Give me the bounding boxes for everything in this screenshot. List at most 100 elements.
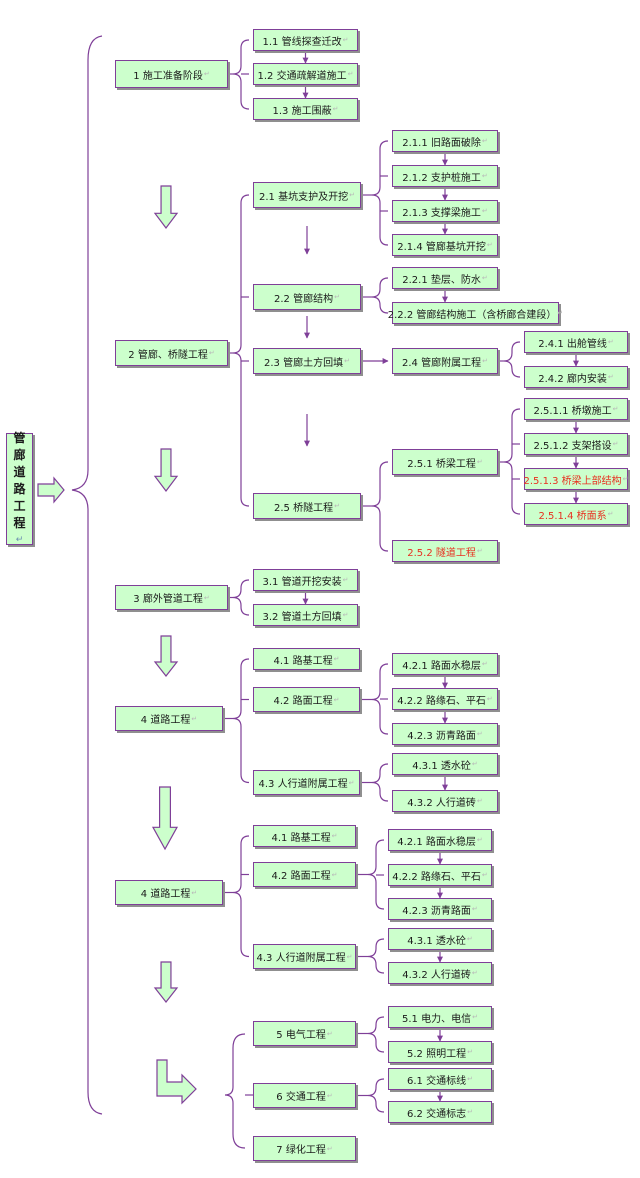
paragraph-mark-icon: ↵: [334, 293, 340, 301]
node-label: 4.2.1 路面水稳层: [397, 836, 476, 848]
paragraph-mark-icon: ↵: [467, 1075, 473, 1083]
node-label: 2.1.1 旧路面破除: [402, 137, 481, 149]
paragraph-mark-icon: ↵: [203, 593, 210, 602]
block-arrow-layer: [37, 185, 197, 1105]
node-label: 4.3.2 人行道砖: [402, 969, 471, 981]
node-label: 1.2 交通疏解道施工: [257, 70, 347, 82]
paragraph-mark-icon: ↵: [191, 714, 198, 723]
node-s4b-3-1: 4.3.1 透水砼↵: [388, 928, 492, 950]
paragraph-mark-icon: ↵: [326, 1144, 333, 1153]
paragraph-mark-icon: ↵: [486, 695, 493, 703]
node-label: 5.2 照明工程: [407, 1048, 467, 1060]
brace-s4a: [232, 658, 250, 784]
node-label: 4.2 路面工程: [273, 696, 333, 707]
paragraph-mark-icon: ↵: [333, 695, 340, 704]
node-label: 4.2 路面工程: [271, 871, 331, 882]
node-s4b-2: 4.2 路面工程↵: [253, 862, 356, 887]
node-s4a-3-1: 4.3.1 透水砼↵: [392, 753, 498, 775]
node-label: 2.4.1 出舱管线: [538, 338, 607, 350]
node-label: 2.5.2 隧道工程: [407, 547, 476, 559]
node-label: 1.3 施工围蔽: [272, 105, 332, 117]
node-s2-5-1-3: 2.5.1.3 桥梁上部结构↵: [523, 468, 629, 490]
block-arrow-down-icon: [151, 786, 179, 851]
node-s2-4-2: 2.4.2 廊内安装↵: [524, 366, 628, 388]
node-label: 4.2.1 路面水稳层: [402, 660, 481, 672]
node-s1: 1 施工准备阶段↵: [115, 60, 228, 88]
paragraph-mark-icon: ↵: [612, 440, 619, 448]
node-label: 2.1.4 管廊基坑开挖: [397, 241, 486, 253]
paragraph-mark-icon: ↵: [342, 36, 349, 44]
node-label: 4.2.3 沥青路面: [402, 905, 471, 917]
node-label: 5.1 电力、电信: [402, 1013, 472, 1025]
root-char: 路: [13, 481, 26, 496]
node-label: 2.4.2 廊内安装: [538, 373, 607, 385]
node-s3-1: 3.1 管道开挖安装↵: [253, 569, 358, 591]
node-label: 2.2.2 管廊结构施工（含桥廊合建段）: [387, 309, 557, 321]
root-char: 程: [13, 515, 26, 530]
root-char: 廊: [13, 447, 26, 462]
arrow-layer: [302, 51, 579, 1102]
node-s4b-2-2: 4.2.2 路缘石、平石↵: [388, 864, 492, 886]
brace-s3: [232, 579, 250, 616]
paragraph-mark-icon: ↵: [481, 660, 488, 668]
root-char: 管: [13, 430, 26, 445]
node-label: 7 绿化工程: [276, 1145, 326, 1156]
node-label: 4.3.1 透水砼: [407, 935, 466, 947]
root-char: 道: [13, 464, 26, 479]
node-label: 4.3 人行道附属工程: [256, 953, 346, 964]
paragraph-mark-icon: ↵: [481, 137, 488, 145]
node-s2-2-1: 2.2.1 垫层、防水↵: [392, 267, 498, 289]
node-label: 2.1.3 支撑梁施工: [402, 207, 481, 219]
paragraph-mark-icon: ↵: [349, 191, 355, 199]
paragraph-mark-icon: ↵: [326, 1029, 333, 1038]
node-label: 3 廊外管道工程: [133, 594, 203, 605]
brace-s2-2: [371, 277, 389, 314]
paragraph-mark-icon: ↵: [472, 1013, 478, 1021]
node-label: 2 管廊、桥隧工程: [128, 349, 208, 361]
paragraph-mark-icon: ↵: [482, 357, 488, 365]
paragraph-mark-icon: ↵: [471, 905, 478, 913]
node-s4a-3: 4.3 人行道附属工程↵: [253, 770, 360, 795]
paragraph-mark-icon: ↵: [208, 349, 215, 357]
node-label: 4.3.2 人行道砖: [407, 797, 476, 809]
node-s4b-3-2: 4.3.2 人行道砖↵: [388, 962, 492, 984]
brace-s4b-3: [367, 938, 385, 974]
paragraph-mark-icon: ↵: [332, 105, 339, 113]
node-s4b: 4 道路工程↵: [115, 880, 223, 905]
paragraph-mark-icon: ↵: [348, 778, 355, 787]
node-label: 2.1 基坑支护及开挖: [259, 191, 349, 203]
brace-s5-s7: [224, 1033, 246, 1149]
paragraph-mark-icon: ↵: [481, 871, 488, 879]
node-s2-5-1-4: 2.5.1.4 桥面系↵: [524, 503, 628, 525]
node-label: 5 电气工程: [276, 1030, 326, 1041]
paragraph-mark-icon: ↵: [476, 836, 483, 844]
node-label: 4 道路工程: [140, 715, 191, 726]
node-label: 4.1 路基工程: [273, 655, 333, 667]
node-s2-5-1-1: 2.5.1.1 桥墩施工↵: [524, 398, 628, 420]
paragraph-mark-icon: ↵: [481, 172, 488, 180]
block-arrow-down-icon: [153, 961, 179, 1003]
node-s2-5: 2.5 桥隧工程↵: [253, 493, 361, 519]
paragraph-mark-icon: ↵: [203, 70, 210, 78]
node-s2-5-2: 2.5.2 隧道工程↵: [392, 540, 498, 562]
paragraph-mark-icon: ↵: [331, 832, 338, 840]
node-s2-3: 2.3 管廊土方回填↵: [253, 348, 361, 374]
node-s2-1: 2.1 基坑支护及开挖↵: [253, 182, 361, 208]
node-label: 2.5.1.2 支架搭设: [533, 440, 612, 452]
brace-s6: [367, 1078, 385, 1113]
node-s5-1: 5.1 电力、电信↵: [388, 1006, 492, 1028]
node-label: 3.2 管道土方回填: [262, 611, 342, 623]
paragraph-mark-icon: ↵: [191, 888, 198, 897]
paragraph-mark-icon: ↵: [471, 760, 478, 768]
node-label: 2.2 管廊结构: [274, 293, 334, 305]
brace-s4b: [232, 835, 250, 958]
node-s6: 6 交通工程↵: [253, 1083, 356, 1108]
brace-s2-5: [371, 461, 389, 552]
paragraph-mark-icon: ↵: [333, 655, 340, 663]
paragraph-mark-icon: ↵: [466, 935, 473, 943]
node-s3-2: 3.2 管道土方回填↵: [253, 604, 358, 626]
node-label: 6.1 交通标线: [407, 1075, 467, 1087]
node-label: 3.1 管道开挖安装: [262, 576, 342, 588]
node-s4b-3: 4.3 人行道附属工程↵: [253, 944, 356, 969]
block-arrow-bent-right-icon: [156, 1059, 197, 1105]
